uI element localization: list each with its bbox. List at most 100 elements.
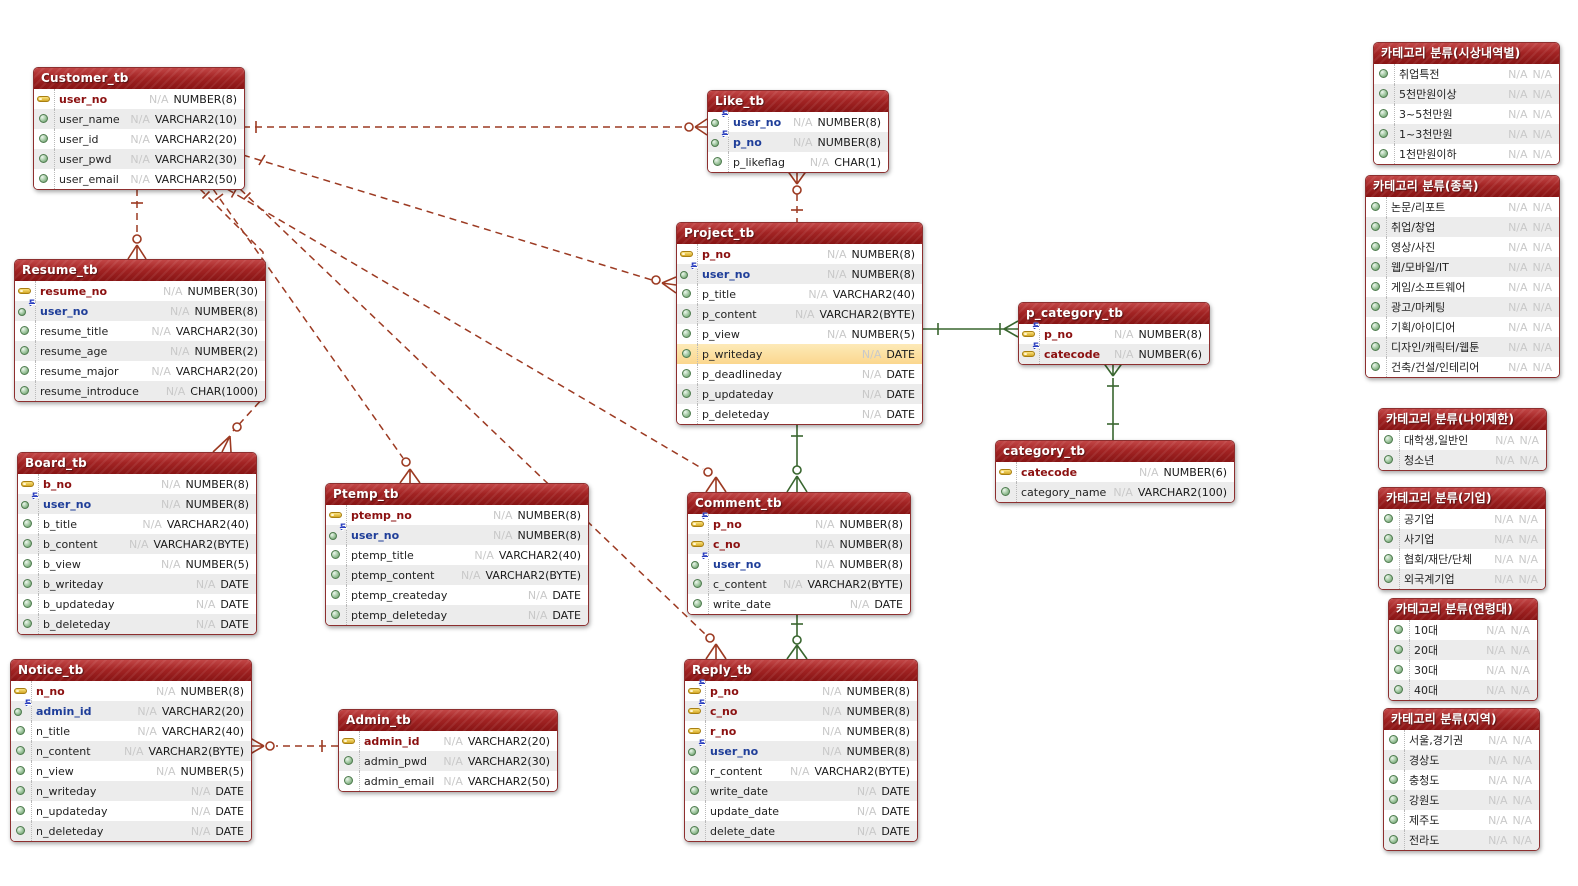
table-header[interactable]: p_category_tb [1019, 303, 1209, 324]
rel-customer-ptemp[interactable] [212, 188, 421, 484]
table-header[interactable]: 카테고리 분류(기업) [1379, 488, 1545, 509]
rel-category-pcategory[interactable] [1102, 361, 1124, 440]
rel-admin-notice[interactable] [249, 737, 338, 755]
rel-comment-reply[interactable] [786, 612, 808, 660]
rel-project-pcategory[interactable] [921, 320, 1019, 338]
rel-customer-like[interactable] [243, 118, 708, 136]
rel-customer-project[interactable] [242, 154, 677, 294]
rel-customer-resume[interactable] [127, 189, 147, 260]
table-header[interactable]: Like_tb [708, 91, 888, 112]
table-header[interactable]: Ptemp_tb [326, 484, 588, 505]
rel-project-comment[interactable] [786, 422, 808, 493]
table-header[interactable]: Notice_tb [11, 660, 251, 681]
table-header[interactable]: category_tb [996, 441, 1234, 462]
table-header[interactable]: 카테고리 분류(시상내역별) [1374, 43, 1559, 64]
table-header[interactable]: Resume_tb [15, 260, 265, 281]
table-header[interactable]: 카테고리 분류(종목) [1366, 176, 1559, 197]
table-header[interactable]: Customer_tb [34, 68, 244, 89]
table-header[interactable]: 카테고리 분류(지역) [1384, 709, 1539, 730]
rel-customer-reply[interactable] [239, 188, 727, 660]
